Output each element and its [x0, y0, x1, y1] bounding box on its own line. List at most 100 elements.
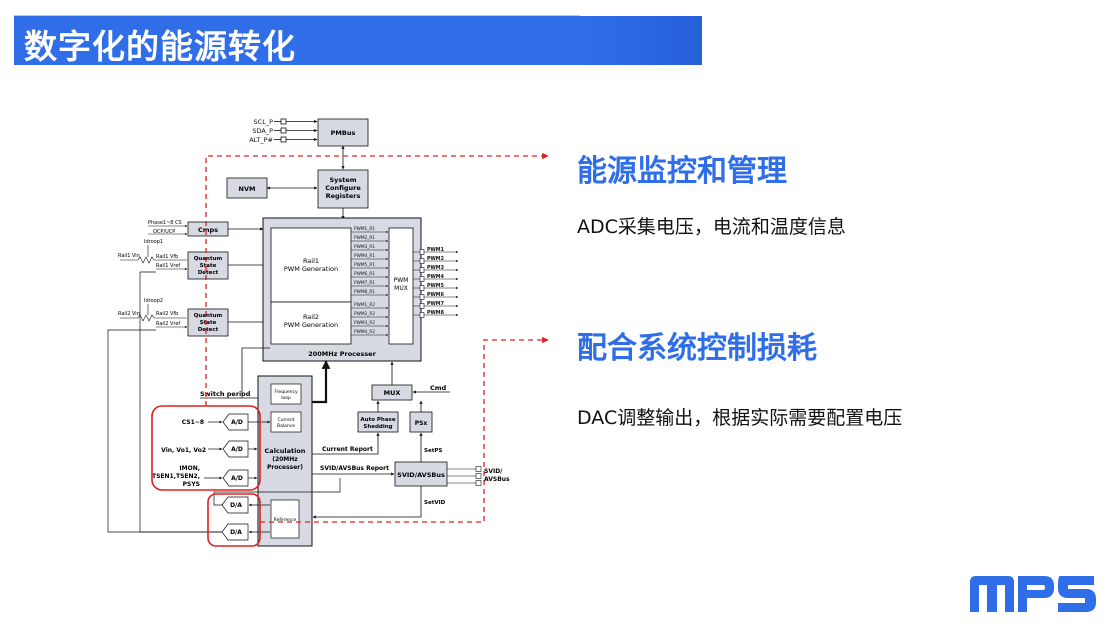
svg-text:SVID/: SVID/: [484, 468, 503, 475]
svg-text:Rail2: Rail2: [303, 313, 319, 321]
alt-label: ALT_P#: [249, 136, 273, 144]
svg-text:PWM3_R1: PWM3_R1: [354, 244, 375, 250]
svg-text:PWM4: PWM4: [427, 274, 445, 280]
dac-highlight: [207, 493, 261, 547]
svg-text:NVM: NVM: [239, 185, 256, 193]
title-rule: [14, 15, 580, 16]
pmbus-inputs: SCL_P SDA_P ALT_P#: [249, 118, 273, 144]
svg-text:Processer): Processer): [267, 464, 303, 471]
pwm-outputs: [413, 249, 459, 318]
svg-text:SetPS: SetPS: [424, 448, 442, 454]
svid-avsbus-block: [394, 461, 448, 487]
reference-block: [270, 499, 300, 539]
rail2-pwm-generation: [270, 301, 352, 345]
svg-text:Cmps: Cmps: [198, 226, 218, 234]
svg-text:PWM5_R1: PWM5_R1: [354, 262, 375, 268]
svg-text:PWM2_R2: PWM2_R2: [354, 311, 375, 317]
svg-text:PWM Generation: PWM Generation: [284, 321, 338, 329]
svg-text:Frequency: Frequency: [274, 389, 298, 395]
svg-text:AVSBus: AVSBus: [484, 476, 510, 483]
svg-text:Current: Current: [278, 417, 295, 423]
resistor-2: [120, 314, 187, 322]
ad-converters: [222, 413, 249, 487]
callout-monitoring: [205, 152, 549, 406]
pwm-r2-signals: PWM1_R2 PWM2_R2 PWM3_R2 PWM4_R2: [354, 302, 375, 335]
svg-text:PWM4_R2: PWM4_R2: [354, 329, 375, 335]
svg-text:A/D: A/D: [231, 446, 243, 453]
svg-text:Rail2 Vfb: Rail2 Vfb: [156, 311, 178, 317]
frequency-loop-block: [270, 383, 302, 405]
svg-text:PWM7_R1: PWM7_R1: [354, 280, 375, 286]
switch-period-label: Switch period: [200, 390, 251, 398]
svg-text:Registers: Registers: [326, 192, 361, 200]
svg-text:PWM Generation: PWM Generation: [284, 265, 338, 273]
scl-label: SCL_P: [254, 118, 274, 126]
svg-text:PWM3_R2: PWM3_R2: [354, 320, 375, 326]
svg-text:PWM7: PWM7: [427, 301, 444, 307]
svg-text:PWM5: PWM5: [427, 283, 444, 289]
svg-text:Balance: Balance: [277, 423, 295, 429]
svg-text:SVID/AVSBus: SVID/AVSBus: [397, 471, 445, 479]
svg-text:Shedding: Shedding: [363, 424, 392, 430]
svg-text:State: State: [200, 320, 217, 326]
svg-text:Idroop1: Idroop1: [144, 239, 163, 245]
processor-label: 200MHz Processer: [308, 350, 376, 358]
svg-text:PSYS: PSYS: [183, 481, 200, 488]
svg-text:PWM1: PWM1: [427, 247, 444, 253]
current-balance-block: [270, 411, 302, 433]
pwm-mux-block: [388, 227, 414, 345]
svg-text:Vin, Vo1, Vo2: Vin, Vo1, Vo2: [161, 447, 206, 454]
svg-text:PWM1_R2: PWM1_R2: [354, 302, 375, 308]
title-bar-shade: [582, 16, 702, 65]
pmbus-label: PMBus: [331, 129, 356, 137]
svg-text:PWM2_R1: PWM2_R1: [354, 235, 375, 241]
svg-text:PWM6_R1: PWM6_R1: [354, 271, 375, 277]
rail1-pwm-generation: [270, 227, 352, 303]
pwm-r1-signals: PWM1_R1 PWM2_R1 PWM3_R1 PWM4_R1 PWM5_R1 …: [354, 226, 375, 295]
svg-text:Calculation: Calculation: [265, 447, 306, 455]
sda-label: SDA_P: [252, 127, 273, 135]
svg-text:Quantum: Quantum: [194, 256, 223, 262]
svg-text:Auto Phase: Auto Phase: [360, 417, 395, 423]
svg-text:Rail1: Rail1: [303, 257, 319, 265]
svg-text:System: System: [329, 176, 356, 184]
svg-text:Quantum: Quantum: [194, 313, 223, 319]
svg-text:PWM8_R1: PWM8_R1: [354, 289, 375, 295]
svg-text:CS1~8: CS1~8: [182, 419, 204, 426]
svg-text:MUX: MUX: [384, 389, 401, 397]
svg-text:PWM4_R1: PWM4_R1: [354, 253, 375, 259]
system-configure-block: [317, 169, 369, 209]
heading-control: 配合系统控制损耗: [577, 331, 817, 366]
svg-text:Detect: Detect: [198, 270, 219, 276]
svg-text:Idroop2: Idroop2: [144, 298, 163, 304]
svg-text:PWM3: PWM3: [427, 265, 444, 271]
svg-text:Rail1 Vin: Rail1 Vin: [118, 253, 140, 259]
svg-text:PWM8: PWM8: [427, 310, 445, 316]
svg-text:D/A: D/A: [230, 529, 242, 536]
qsd-block-1: [187, 251, 229, 280]
svg-text:D/A: D/A: [230, 502, 242, 509]
svg-text:TSEN1,TSEN2,: TSEN1,TSEN2,: [152, 473, 200, 480]
svg-text:IMON,: IMON,: [179, 465, 200, 472]
svg-text:Detect: Detect: [198, 327, 219, 333]
svg-text:PSx: PSx: [415, 420, 428, 427]
block-diagram: SCL_P SDA_P ALT_P# PMBus System Configur…: [100, 112, 560, 552]
mps-logo: [968, 574, 1098, 614]
desc-control: DAC调整输出，根据实际需要配置电压: [577, 407, 903, 429]
svg-text:State: State: [200, 263, 217, 269]
resistor-1: [120, 256, 187, 264]
da-converters: [221, 496, 249, 541]
svg-text:OCP/UCP: OCP/UCP: [153, 229, 175, 235]
svg-text:(20MHz: (20MHz: [272, 456, 298, 463]
svg-text:Rail2 Vref: Rail2 Vref: [156, 321, 180, 327]
svg-text:Rail1 Vref: Rail1 Vref: [156, 263, 180, 269]
svg-text:Current Report: Current Report: [322, 446, 373, 453]
svg-text:PWM1_R1: PWM1_R1: [354, 226, 375, 232]
svg-text:Reference: Reference: [274, 517, 297, 523]
svg-text:A/D: A/D: [231, 475, 243, 482]
svg-text:SVID/AVSBus Report: SVID/AVSBus Report: [320, 465, 389, 472]
svg-text:Rail1 Vfb: Rail1 Vfb: [156, 254, 178, 260]
pmbus-block: [317, 118, 369, 147]
svg-text:Rail2 Vin: Rail2 Vin: [118, 311, 140, 317]
svg-text:Phase1~8 CS: Phase1~8 CS: [148, 220, 182, 226]
